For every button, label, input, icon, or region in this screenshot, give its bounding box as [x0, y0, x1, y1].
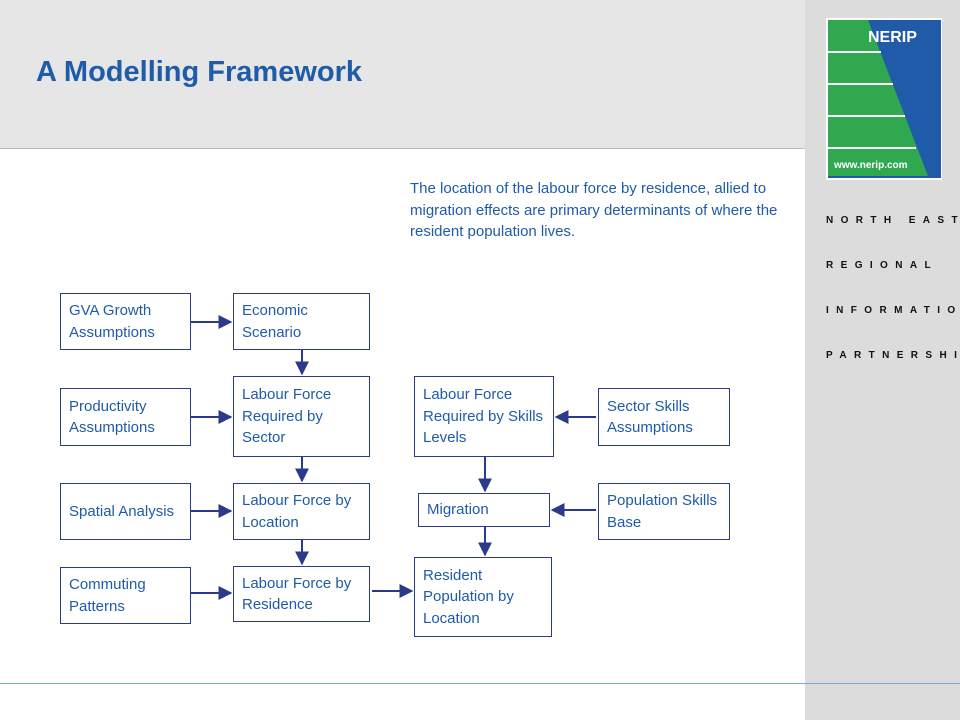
logo-caption-line: INFORMATION — [826, 305, 960, 316]
box-spatial-analysis: Spatial Analysis — [60, 483, 191, 540]
box-economic-scenario: Economic Scenario — [233, 293, 370, 350]
nerip-logo: NERIP www.nerip.com — [826, 18, 944, 181]
logo-caption: NORTH EAST REGIONAL INFORMATION PARTNERS… — [826, 183, 960, 378]
logo-caption-line: REGIONAL — [826, 260, 938, 271]
logo-name: NERIP — [868, 29, 917, 46]
box-migration: Migration — [418, 493, 550, 527]
box-lf-by-residence: Labour Force by Residence — [233, 566, 370, 622]
explanatory-note: The location of the labour force by resi… — [410, 180, 778, 240]
box-sector-skills: Sector Skills Assumptions — [598, 388, 730, 446]
box-gva-growth: GVA Growth Assumptions — [60, 293, 191, 350]
logo-url: www.nerip.com — [833, 160, 908, 171]
box-lf-required-by-skills: Labour Force Required by Skills Levels — [414, 376, 554, 457]
box-lf-by-location: Labour Force by Location — [233, 483, 370, 540]
header-band — [0, 0, 805, 149]
page-title: A Modelling Framework — [36, 56, 363, 88]
box-population-skills: Population Skills Base — [598, 483, 730, 540]
box-resident-population: Resident Population by Location — [414, 557, 552, 637]
footer-rule — [0, 683, 960, 684]
logo-caption-line: PARTNERSHIP — [826, 350, 960, 361]
box-lf-required-by-sector: Labour Force Required by Sector — [233, 376, 370, 457]
logo-caption-line: NORTH EAST — [826, 215, 960, 226]
box-productivity: Productivity Assumptions — [60, 388, 191, 446]
box-commuting-patterns: Commuting Patterns — [60, 567, 191, 624]
